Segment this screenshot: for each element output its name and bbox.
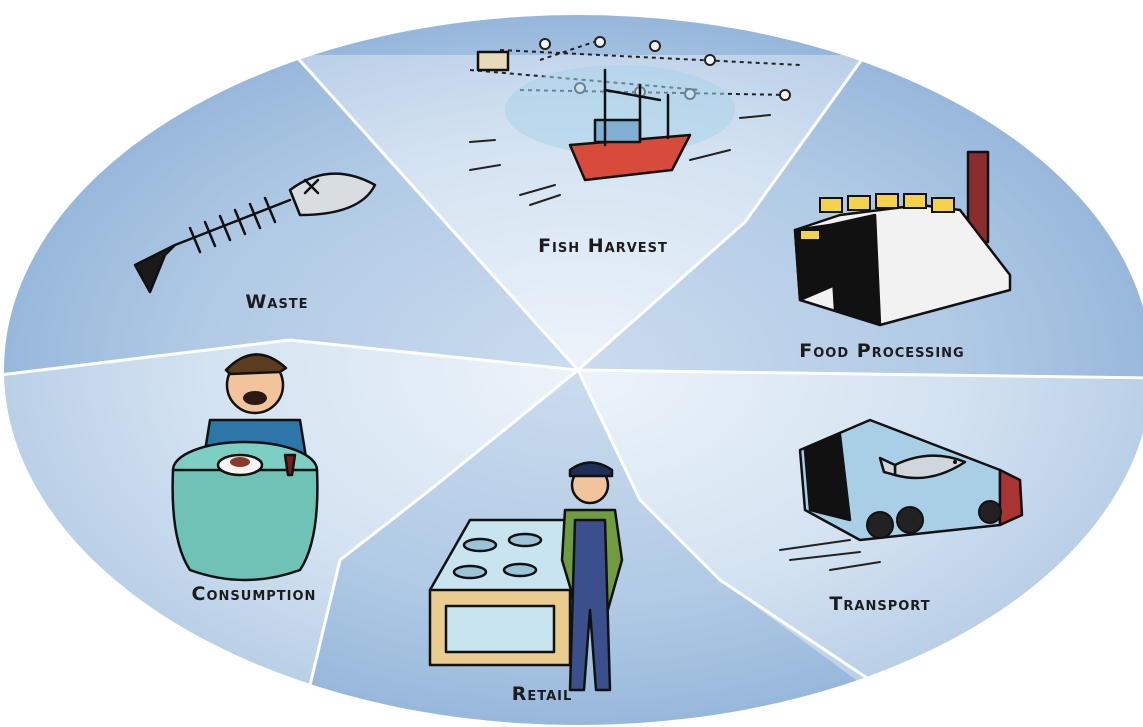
fish-skeleton-icon [133,172,377,294]
label-waste: Waste [245,291,308,313]
truck-icon [779,418,1024,571]
sector-fish-harvest [295,55,865,370]
label-fish-harvest: Fish Harvest [538,235,668,257]
fishmonger-icon [428,461,624,692]
label-retail: Retail [512,683,573,705]
label-consumption: Consumption [192,583,317,605]
diner-icon [171,353,319,582]
sector-dividers [4,53,1143,725]
label-transport: Transport [829,593,930,615]
label-food-processing: Food Processing [799,340,964,362]
factory-icon [793,150,1012,327]
fishing-boat-icon [469,36,801,206]
